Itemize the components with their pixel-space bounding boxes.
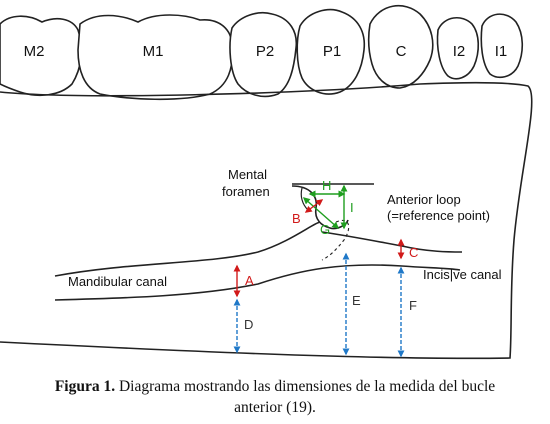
tooth-p1-shape xyxy=(296,8,366,95)
letter-h: H xyxy=(322,178,331,193)
letter-b: B xyxy=(292,211,301,226)
caption-label: Figura 1. xyxy=(54,378,116,395)
letter-g: G xyxy=(320,222,330,237)
label-reference-point: (=reference point) xyxy=(387,208,490,223)
canal-lower-border xyxy=(54,264,461,301)
tooth-i2-shape xyxy=(436,17,480,80)
label-mandibular-canal: Mandibular canal xyxy=(68,274,167,289)
caption-text-line2: anterior (19). xyxy=(234,399,316,416)
tooth-label-m2: M2 xyxy=(24,43,45,60)
label-anterior-loop: Anterior loop xyxy=(387,192,461,207)
canal-upper-border xyxy=(54,221,321,277)
tooth-label-p2: P2 xyxy=(256,43,274,60)
letter-f: F xyxy=(409,298,417,313)
mandible-outline xyxy=(0,81,533,360)
tooth-label-m1: M1 xyxy=(143,43,164,60)
letter-i: I xyxy=(350,200,354,215)
mandible-diagram: M2 M1 P2 P1 C I2 I1 Mental foramen Anter… xyxy=(0,5,533,360)
caption-text-line1: Diagrama mostrando las dimensiones de la… xyxy=(118,378,496,395)
tooth-label-i1: I1 xyxy=(495,43,508,60)
label-foramen: foramen xyxy=(222,184,270,199)
anterior-loop-dashed xyxy=(321,220,350,261)
tooth-i1-shape xyxy=(480,13,524,79)
label-incisive-canal: Incis|ve canal xyxy=(423,267,502,282)
letter-d: D xyxy=(244,317,253,332)
measure-b-line xyxy=(304,199,324,213)
label-mental: Mental xyxy=(228,167,267,182)
letter-a: A xyxy=(245,273,254,288)
tooth-label-i2: I2 xyxy=(453,43,466,60)
figure-caption: Figura 1. Diagrama mostrando las dimensi… xyxy=(0,376,550,418)
tooth-label-p1: P1 xyxy=(323,43,341,60)
tooth-p2-shape xyxy=(229,12,298,98)
tooth-label-c: C xyxy=(396,43,407,60)
tooth-c-shape xyxy=(367,5,434,89)
teeth-row xyxy=(0,5,524,101)
letter-c: C xyxy=(409,245,418,260)
letter-e: E xyxy=(352,293,361,308)
